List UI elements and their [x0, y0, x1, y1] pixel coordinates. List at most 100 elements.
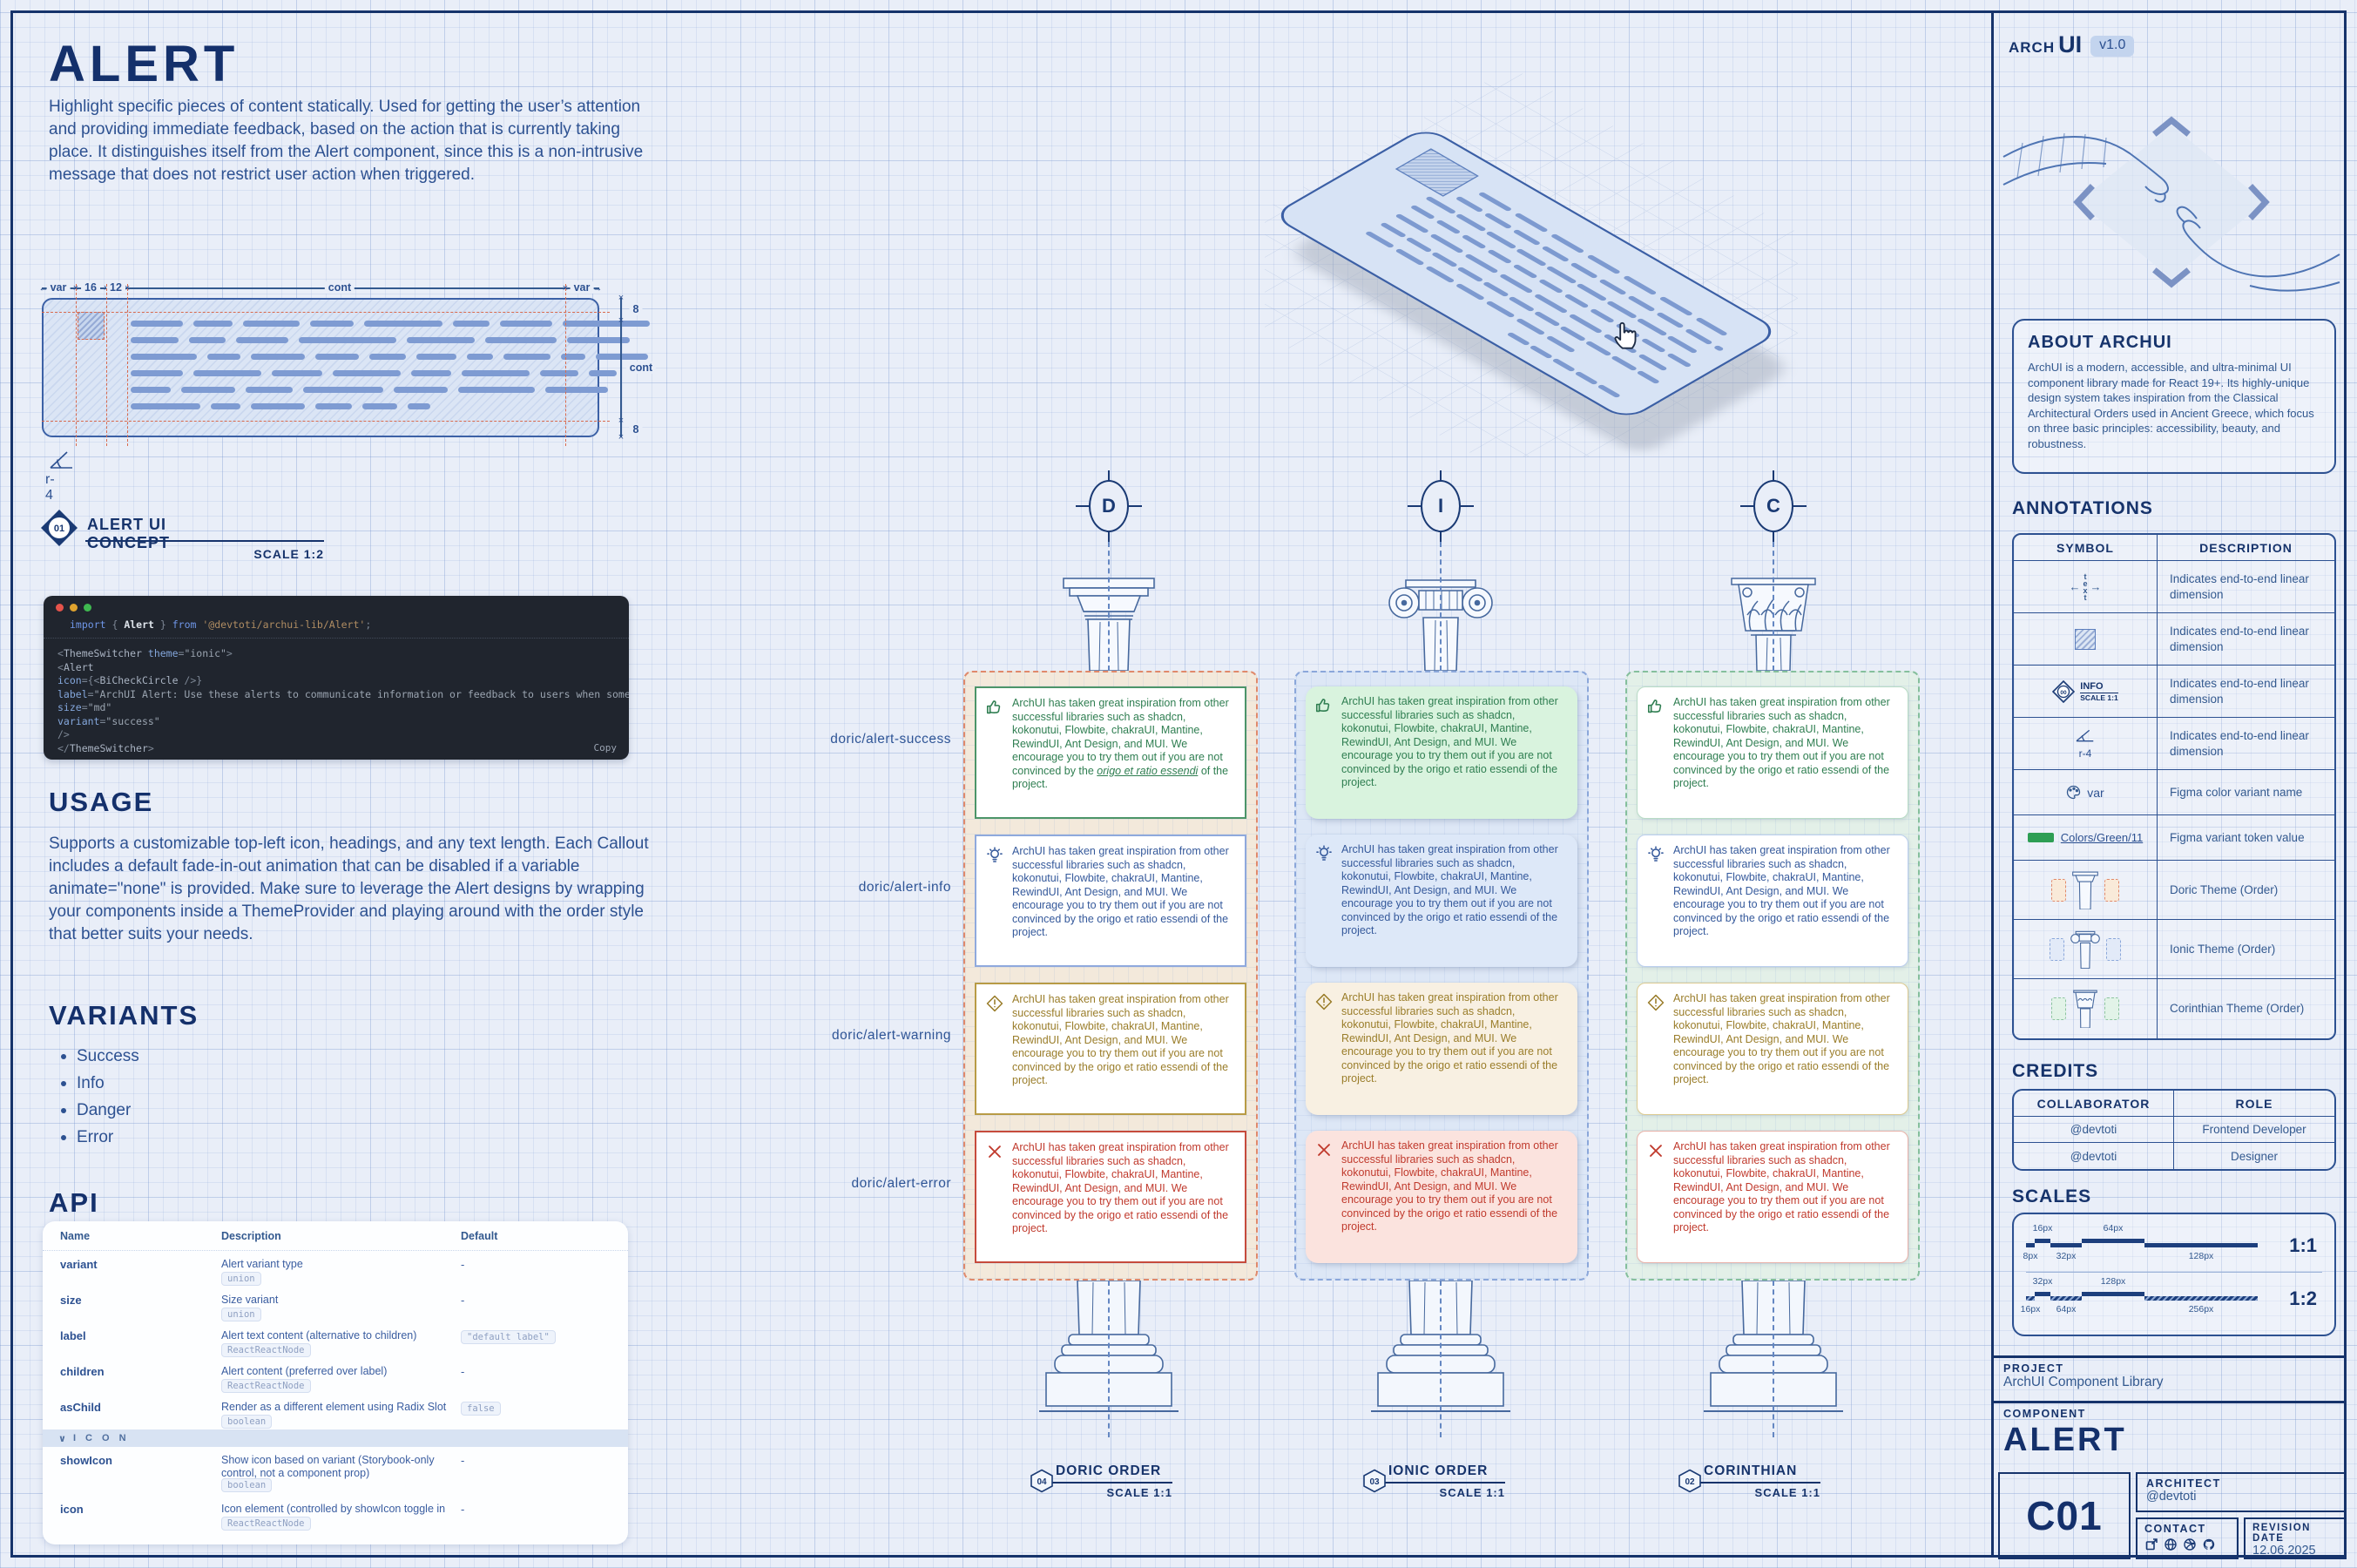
- corinthian-alert-warning: ArchUI has taken great inspiration from …: [1637, 983, 1908, 1115]
- dim-label-8-bottom: 8: [629, 423, 643, 436]
- api-prop-description: Alert text content (alternative to child…: [221, 1329, 417, 1342]
- external-link-icon[interactable]: [2144, 1538, 2158, 1551]
- api-prop-type-badge: ReactReactNode: [221, 1379, 311, 1393]
- corinthian-theme-symbol: [2051, 990, 2119, 1028]
- order-underline: [1699, 1482, 1820, 1484]
- api-prop-type-badge: boolean: [221, 1478, 273, 1492]
- order-scale: SCALE 1:1: [1439, 1486, 1505, 1499]
- dim-tick: ×: [618, 416, 625, 426]
- intro-paragraph: Highlight specific pieces of content sta…: [49, 98, 644, 184]
- api-prop-name: asChild: [60, 1401, 101, 1414]
- svg-text:02: 02: [1685, 1477, 1695, 1487]
- window-close-icon[interactable]: [56, 603, 64, 612]
- variant-list-item: Danger: [54, 1101, 139, 1120]
- dim-label-var-left: var: [46, 281, 71, 294]
- ionic-alert-error: ArchUI has taken great inspiration from …: [1306, 1131, 1577, 1263]
- credits-col-collaborator: COLLABORATOR: [2014, 1091, 2174, 1116]
- alert-row-label: doric/alert-warning: [832, 1028, 951, 1043]
- window-minimize-icon[interactable]: [70, 603, 78, 612]
- annotation-row: Indicates end-to-end linear dimension: [2014, 613, 2334, 666]
- api-prop-default: -: [461, 1454, 465, 1467]
- alert-message: ArchUI has taken great inspiration from …: [1012, 697, 1229, 790]
- credits-col-role: ROLE: [2235, 1096, 2273, 1111]
- top-dimension-line: [42, 287, 599, 289]
- github-icon[interactable]: [2202, 1538, 2216, 1551]
- annotation-row: Doric Theme (Order): [2014, 861, 2334, 920]
- skeleton-text-row: [131, 354, 648, 360]
- annotation-description: Doric Theme (Order): [2170, 882, 2279, 896]
- guide-line: [76, 284, 77, 446]
- copy-button[interactable]: Copy: [593, 742, 618, 754]
- credits-header-row: COLLABORATOR ROLE: [2014, 1091, 2334, 1117]
- diamond-exclamation-icon: [1646, 993, 1665, 1105]
- code-line: icon={<BiCheckCircle />}: [57, 674, 203, 686]
- alert-skeleton-icon: [78, 312, 105, 340]
- dim-tick: ×: [618, 315, 625, 326]
- dribbble-icon[interactable]: [2183, 1538, 2197, 1551]
- page-title: ALERT: [49, 36, 240, 92]
- alert-stack-corinthian: ArchUI has taken great inspiration from …: [1625, 671, 1920, 1281]
- alert-message: ArchUI has taken great inspiration from …: [1341, 843, 1558, 936]
- concept-ref-scale: SCALE 1:2: [253, 547, 324, 561]
- api-prop-default: -: [461, 1294, 465, 1307]
- order-underline: [1383, 1482, 1505, 1484]
- api-icon-group-header[interactable]: ∨I C O N: [43, 1429, 628, 1447]
- order-label-corinthian: 02 CORINTHIAN SCALE 1:1: [1678, 1463, 1820, 1499]
- order-label-ionic: 03 IONIC ORDER SCALE 1:1: [1363, 1463, 1505, 1499]
- order-scale: SCALE 1:1: [1754, 1486, 1820, 1499]
- alert-stack-doric: ArchUI has taken great inspiration from …: [963, 671, 1258, 1281]
- annotation-description: Indicates end-to-end linear dimension: [2170, 572, 2309, 601]
- architect-box: ARCHITECT @devtoti: [2136, 1472, 2347, 1512]
- window-zoom-icon[interactable]: [84, 603, 91, 612]
- svg-text:01: 01: [54, 524, 64, 534]
- api-prop-description: Show icon based on variant (Storybook-on…: [221, 1454, 435, 1479]
- api-prop-type-badge: union: [221, 1272, 261, 1286]
- logo-ui-text: UI: [2058, 31, 2083, 57]
- dim-label-16: 16: [81, 281, 100, 294]
- lightbulb-icon: [985, 846, 1004, 956]
- credit-collaborator: @devtoti: [2014, 1143, 2174, 1169]
- alert-skeleton-box: [42, 298, 599, 437]
- radius-label: r-4: [45, 472, 55, 503]
- order-scale: SCALE 1:1: [1106, 1486, 1172, 1499]
- dim-label-var-right: var: [570, 281, 594, 294]
- doric-alert-error: ArchUI has taken great inspiration from …: [975, 1131, 1246, 1263]
- code-line: label="ArchUI Alert: Use these alerts to…: [57, 687, 629, 700]
- alert-message: ArchUI has taken great inspiration from …: [1012, 1141, 1229, 1234]
- api-prop-name: children: [60, 1365, 105, 1378]
- wireframe-arm: [2002, 132, 2169, 203]
- ionic-alert-info: ArchUI has taken great inspiration from …: [1306, 835, 1577, 967]
- sidebar-divider: [1991, 10, 1994, 1558]
- pointing-hand: [2176, 206, 2340, 292]
- dim-label-cont: cont: [324, 281, 355, 294]
- architect-label: ARCHITECT: [2146, 1477, 2221, 1490]
- globe-icon[interactable]: [2164, 1538, 2178, 1551]
- revision-value: 12.06.2025: [2252, 1544, 2316, 1558]
- project-label: PROJECT: [2003, 1362, 2064, 1375]
- order-ref-hexagon: 02: [1678, 1469, 1702, 1497]
- variants-heading: VARIANTS: [49, 1000, 199, 1031]
- order-ref-hexagon: 04: [1030, 1469, 1054, 1497]
- architect-value: @devtoti: [2146, 1490, 2197, 1504]
- api-prop-type-badge: ReactReactNode: [221, 1343, 311, 1357]
- dim-label-8-top: 8: [629, 303, 643, 315]
- thumbs-up-icon: [1314, 696, 1334, 810]
- order-name: IONIC ORDER: [1388, 1463, 1489, 1478]
- token-link[interactable]: Colors/Green/11: [2060, 831, 2144, 844]
- svg-text:03: 03: [1369, 1477, 1380, 1487]
- contact-box: CONTACT: [2136, 1517, 2239, 1559]
- svg-text:00: 00: [2061, 690, 2068, 696]
- code-line: <Alert: [57, 660, 94, 673]
- order-name: CORINTHIAN: [1704, 1463, 1798, 1478]
- dim-label-cont-v: cont: [625, 362, 657, 374]
- credit-role: Frontend Developer: [2202, 1123, 2306, 1136]
